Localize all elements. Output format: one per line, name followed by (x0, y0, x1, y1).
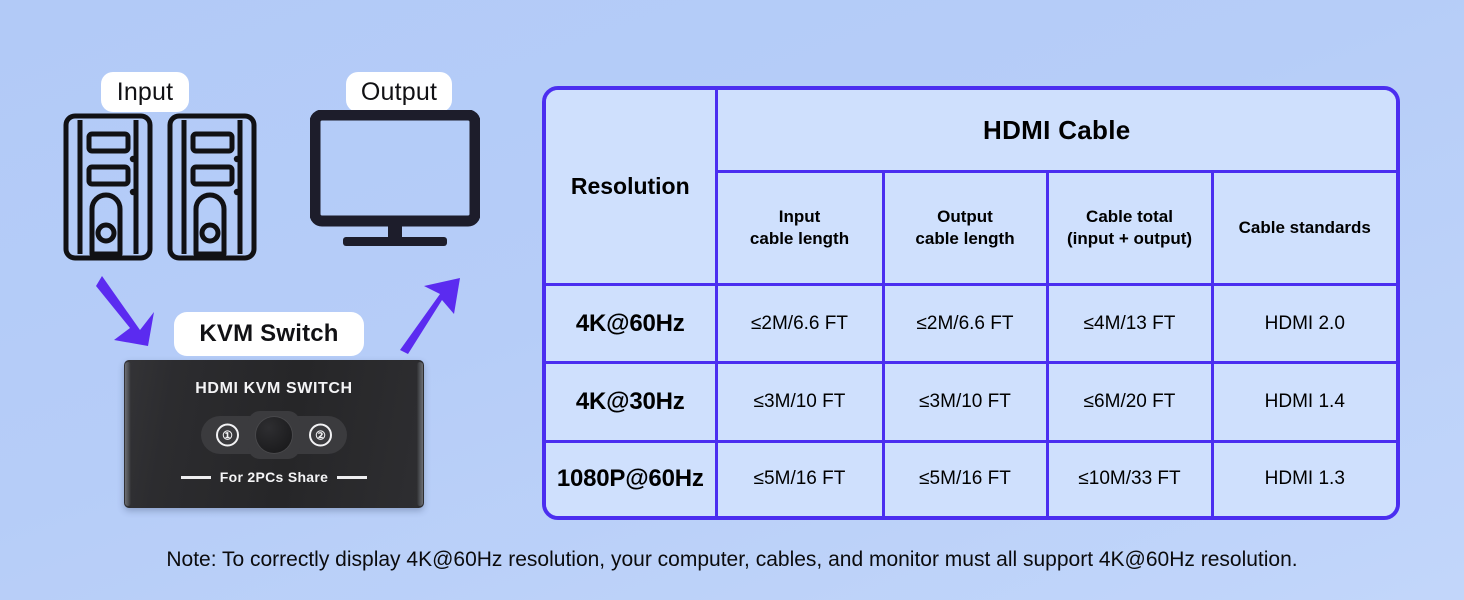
cell-cable-standard: HDMI 2.0 (1210, 283, 1396, 365)
cell-resolution: 4K@30Hz (546, 361, 718, 443)
cell-output-cable-length: ≤5M/16 FT (881, 439, 1049, 516)
cell-resolution: 4K@60Hz (546, 283, 718, 365)
cell-resolution: 1080P@60Hz (546, 439, 718, 516)
header-output-cable-length: Output cable length (881, 170, 1049, 287)
cell-input-cable-length: ≤2M/6.6 FT (714, 283, 885, 365)
cell-cable-total: ≤6M/20 FT (1045, 361, 1214, 443)
table-header-row-2: Input cable length Output cable length C… (546, 170, 1396, 287)
header-line-2: cable length (749, 229, 850, 249)
port-2-indicator: ② (309, 423, 332, 447)
header-hdmi-cable: HDMI Cable (714, 90, 1396, 174)
header-input-cable-length: Input cable length (716, 170, 885, 287)
footer-dash-left (180, 475, 211, 479)
cell-cable-total: ≤10M/33 FT (1045, 439, 1214, 516)
cell-cable-total: ≤4M/13 FT (1045, 283, 1214, 365)
device-left-edge (125, 362, 131, 506)
arrow-up-right-icon (400, 278, 460, 354)
cell-output-cable-length: ≤3M/10 FT (881, 361, 1049, 443)
kvm-switch-device: HDMI KVM SWITCH ① ② For 2PCs Share (124, 360, 424, 508)
header-line-2: cable length (915, 229, 1015, 249)
header-line-1: Output (937, 207, 993, 227)
port-1-indicator: ① (216, 423, 239, 447)
header-line-1: Input (778, 207, 821, 227)
table-header-row-1: Resolution HDMI Cable (546, 90, 1396, 287)
header-line-2: (input + output) (1066, 229, 1193, 249)
device-footer: For 2PCs Share (124, 469, 424, 485)
footer-note: Note: To correctly display 4K@60Hz resol… (166, 548, 1298, 571)
output-label: Output (346, 72, 452, 112)
device-select-button[interactable] (256, 417, 292, 453)
header-resolution: Resolution (546, 90, 718, 287)
header-line-1: Cable standards (1238, 218, 1371, 238)
device-footer-text: For 2PCs Share (219, 469, 329, 485)
input-label: Input (101, 72, 189, 112)
table-row: 4K@60Hz ≤2M/6.6 FT ≤2M/6.6 FT ≤4M/13 FT … (546, 283, 1396, 365)
cell-input-cable-length: ≤5M/16 FT (714, 439, 885, 516)
footer-dash-right (337, 475, 368, 479)
cell-cable-standard: HDMI 1.4 (1210, 361, 1396, 443)
cell-output-cable-length: ≤2M/6.6 FT (881, 283, 1049, 365)
table-row: 1080P@60Hz ≤5M/16 FT ≤5M/16 FT ≤10M/33 F… (546, 439, 1396, 516)
cell-input-cable-length: ≤3M/10 FT (714, 361, 885, 443)
cable-spec-table: Resolution HDMI Cable Input cable length… (542, 86, 1400, 520)
header-cable-standards: Cable standards (1210, 170, 1396, 287)
table-row: 4K@30Hz ≤3M/10 FT ≤3M/10 FT ≤6M/20 FT HD… (546, 361, 1396, 443)
device-title: HDMI KVM SWITCH (195, 380, 353, 397)
device-button-panel: ① ② (201, 416, 347, 454)
monitor-icon (310, 110, 480, 246)
pc-tower-icon (63, 113, 257, 261)
header-line-1: Cable total (1086, 207, 1173, 227)
header-cable-total: Cable total (input + output) (1045, 170, 1214, 287)
kvm-switch-label: KVM Switch (174, 312, 364, 356)
cell-cable-standard: HDMI 1.3 (1210, 439, 1396, 516)
arrow-down-right-icon (96, 276, 154, 346)
device-right-edge (417, 362, 423, 506)
